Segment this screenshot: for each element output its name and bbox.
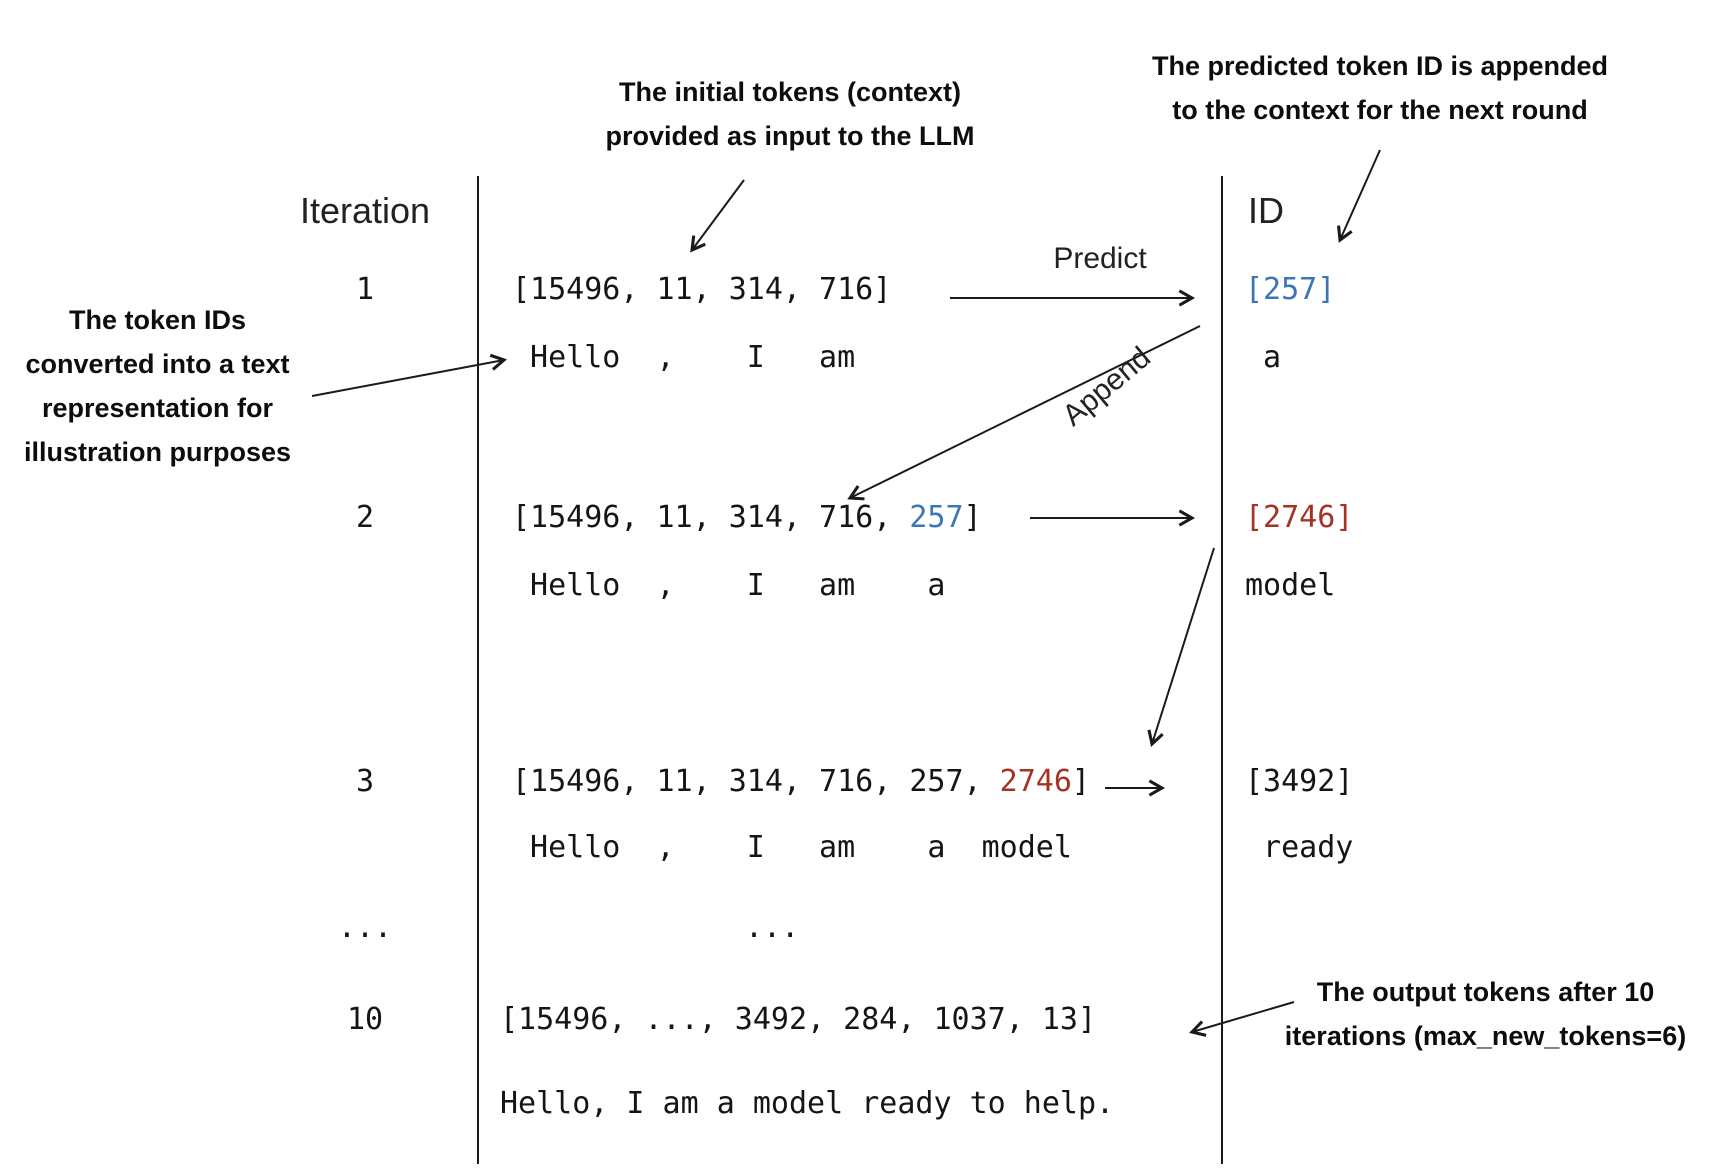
annotation-line: provided as input to the LLM [605,121,975,151]
annotation-line: The predicted token ID is appended [1151,51,1609,81]
annotation-initial-tokens: The initial tokens (context) provided as… [555,70,1025,158]
annotation-line: The output tokens after 10 [1316,977,1655,1007]
annotation-line: iterations (max_new_tokens=6) [1284,1021,1687,1051]
initial-tokens-annotation-arrow [690,179,745,253]
appended-token-highlight: 257 [909,500,964,535]
predicted-id: [2746] [1245,500,1354,535]
iteration-number: 2 [355,500,375,535]
annotation-output-tokens: The output tokens after 10 iterations (m… [1278,970,1693,1058]
context-tokens: [15496, 11, 314, 716] [512,272,891,307]
annotation-line: The initial tokens (context) [618,77,962,107]
column-header-id: ID [1248,190,1284,231]
append-arrow-iter2-to-iter3 [1147,547,1215,747]
context-text: Hello , I am [512,340,856,375]
context-tokens-text: [15496, 11, 314, 716, 257, [512,764,1000,799]
annotation-line: to the context for the next round [1172,95,1588,125]
iteration-number: 10 [346,1002,384,1037]
iteration-number: 1 [355,272,375,307]
context-tokens-close: ] [963,500,982,535]
annotation-line: The token IDs [68,305,247,335]
predicted-id: [257] [1245,272,1336,307]
predicted-text: a [1245,340,1282,375]
context-text: Hello , I am a [512,568,946,603]
iteration-number: 3 [355,764,375,799]
context-tokens: [15496, 11, 314, 716, 257, 2746] [512,764,1090,799]
predict-arrow-label: Predict [1053,242,1147,275]
annotation-line: converted into a text [25,349,290,379]
predicted-id: [3492] [1245,764,1354,799]
annotation-predicted-token: The predicted token ID is appended to th… [1125,44,1635,132]
annotation-token-ids: The token IDs converted into a text repr… [5,298,310,474]
ellipsis-context: ... [745,910,800,945]
appended-token-highlight: 2746 [999,764,1072,799]
context-tokens-close: ] [1071,764,1090,799]
context-tokens: [15496, 11, 314, 716, 257] [512,500,982,535]
token-ids-annotation-arrow [311,353,508,397]
predicted-text: ready [1245,830,1354,865]
ellipsis-iteration: ... [337,910,393,945]
final-output-text: Hello, I am a model ready to help. [500,1086,1115,1121]
context-tokens-text: [15496, 11, 314, 716, [512,500,910,535]
predicted-token-annotation-arrow [1337,149,1381,243]
annotation-line: illustration purposes [23,437,292,467]
column-header-iteration: Iteration [299,190,431,231]
annotation-line: representation for [41,393,274,423]
context-text: Hello , I am a model [512,830,1072,865]
context-tokens-text: [15496, 11, 314, 716] [512,272,892,307]
predicted-text: model [1245,568,1336,603]
append-arrow-label: Append [1056,340,1157,433]
final-output-tokens: [15496, ..., 3492, 284, 1037, 13] [500,1002,1097,1037]
